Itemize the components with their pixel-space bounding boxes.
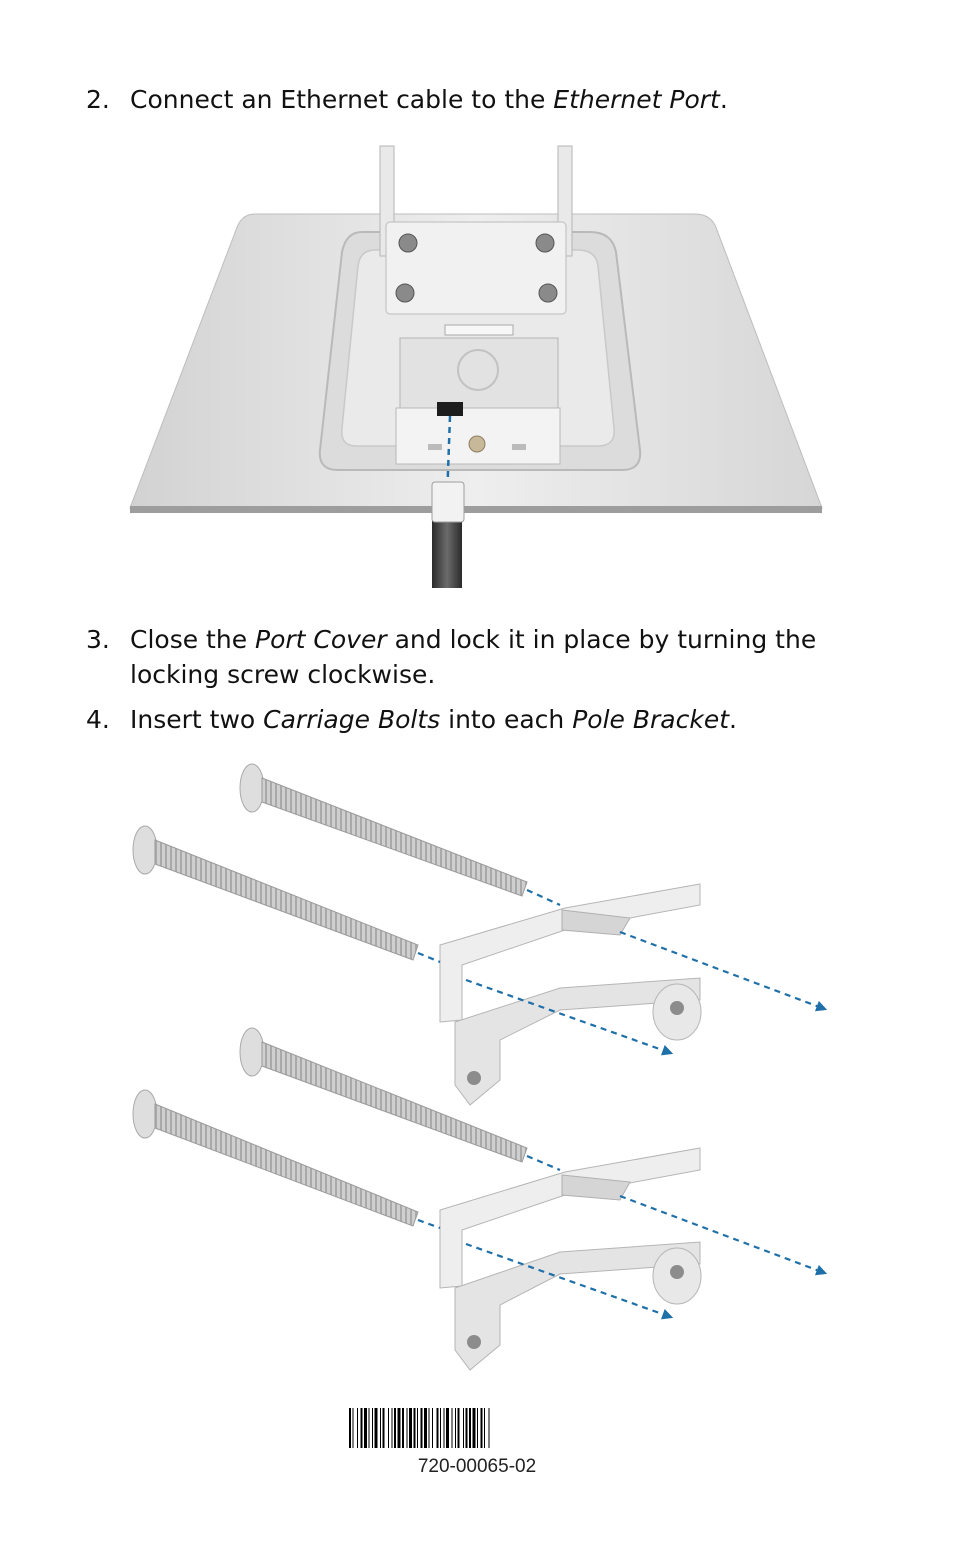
mounting-bracket bbox=[379, 145, 573, 315]
barcode-bar bbox=[472, 1408, 476, 1448]
carriage-bolt bbox=[132, 1089, 419, 1227]
guide-line bbox=[526, 888, 561, 907]
carriage-bolt bbox=[239, 1027, 528, 1163]
step-text: Insert two Carriage Bolts into each Pole… bbox=[130, 705, 737, 734]
barcode-bar bbox=[402, 1408, 404, 1448]
barcode-bar bbox=[420, 1408, 423, 1448]
step-text: Close the Port Cover and lock it in plac… bbox=[130, 625, 817, 689]
barcode-bar bbox=[451, 1408, 453, 1448]
barcode-bar bbox=[406, 1408, 408, 1448]
barcode-bar bbox=[368, 1408, 370, 1448]
barcode-bar bbox=[394, 1408, 396, 1448]
pole-bracket-illustration bbox=[132, 763, 828, 1371]
barcode-bar bbox=[436, 1408, 439, 1448]
barcode-bar bbox=[428, 1408, 430, 1448]
barcode bbox=[347, 1408, 607, 1452]
guide-line bbox=[526, 1154, 561, 1172]
step-2: 2. Connect an Ethernet cable to the Ethe… bbox=[86, 82, 846, 117]
barcode-bar bbox=[480, 1408, 483, 1448]
carriage-bolt bbox=[132, 825, 419, 961]
barcode-bar bbox=[388, 1408, 389, 1448]
barcode-bar bbox=[372, 1408, 373, 1448]
guide-line bbox=[465, 978, 674, 1056]
ethernet-cable bbox=[432, 520, 462, 588]
barcode-bar bbox=[409, 1408, 412, 1448]
barcode-bar bbox=[349, 1408, 351, 1448]
barcode-bar bbox=[443, 1408, 445, 1448]
bracket-set-upper bbox=[132, 763, 828, 1106]
barcode-bar bbox=[484, 1408, 485, 1448]
barcode-bar bbox=[374, 1408, 378, 1448]
barcode-bar bbox=[488, 1408, 490, 1448]
barcode-bar bbox=[417, 1408, 418, 1448]
barcode-bar bbox=[469, 1408, 471, 1448]
barcode-bar bbox=[463, 1408, 464, 1448]
rj45-connector bbox=[431, 481, 465, 523]
barcode-bar bbox=[360, 1408, 363, 1448]
step-text: Connect an Ethernet cable to the Etherne… bbox=[130, 85, 728, 114]
guide-line bbox=[465, 1242, 674, 1320]
barcode-bar bbox=[391, 1408, 393, 1448]
step-number: 3. bbox=[86, 625, 110, 654]
pole-bracket bbox=[439, 883, 702, 1106]
barcode-bar bbox=[446, 1408, 449, 1448]
guide-line bbox=[619, 1194, 828, 1276]
bolt-nut bbox=[395, 283, 415, 303]
ethernet-port-illustration bbox=[129, 145, 823, 588]
barcode-bar bbox=[457, 1408, 460, 1448]
bolt-nut bbox=[538, 283, 558, 303]
barcode-bar bbox=[477, 1408, 478, 1448]
barcode-bar bbox=[382, 1408, 385, 1448]
barcode-bar bbox=[424, 1408, 427, 1448]
barcode-bar bbox=[357, 1408, 358, 1448]
barcode-bar bbox=[397, 1408, 401, 1448]
carriage-bolt bbox=[239, 763, 528, 897]
barcode-bar bbox=[455, 1408, 456, 1448]
barcode-bars bbox=[349, 1408, 490, 1448]
step-4: 4. Insert two Carriage Bolts into each P… bbox=[86, 702, 846, 737]
bolt-nut bbox=[398, 233, 418, 253]
ethernet-port bbox=[437, 402, 463, 416]
locking-screw bbox=[468, 435, 486, 453]
barcode-bar bbox=[413, 1408, 416, 1448]
barcode-bar bbox=[380, 1408, 381, 1448]
bolt-nut bbox=[535, 233, 555, 253]
barcode-bar bbox=[465, 1408, 468, 1448]
step-3: 3. Close the Port Cover and lock it in p… bbox=[86, 622, 846, 692]
product-label bbox=[444, 324, 514, 336]
barcode-bar bbox=[440, 1408, 441, 1448]
bracket-set-lower bbox=[132, 1027, 828, 1371]
guide-line bbox=[417, 1218, 441, 1230]
port-cover bbox=[395, 337, 561, 465]
barcode-bar bbox=[352, 1408, 354, 1448]
pole-bracket bbox=[439, 1147, 702, 1371]
guide-line bbox=[619, 930, 828, 1012]
barcode-bar bbox=[364, 1408, 367, 1448]
barcode-number: 720-00065-02 bbox=[417, 1456, 537, 1477]
step-number: 2. bbox=[86, 85, 110, 114]
step-number: 4. bbox=[86, 705, 110, 734]
guide-line bbox=[417, 951, 441, 964]
panel-edge bbox=[130, 506, 822, 513]
barcode-bar bbox=[432, 1408, 433, 1448]
